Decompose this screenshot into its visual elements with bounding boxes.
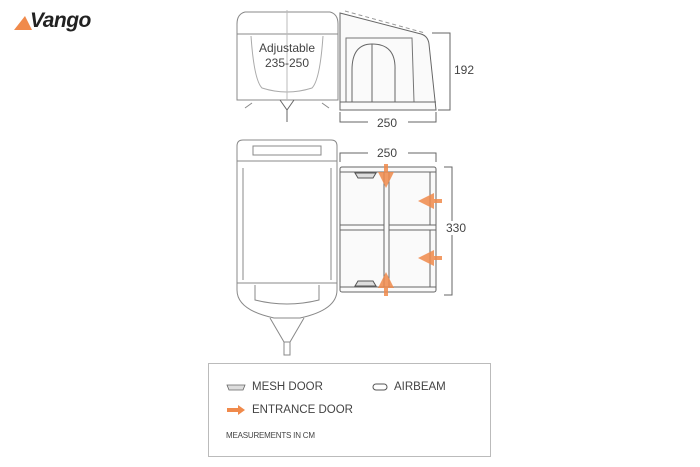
caravan-label-adjustable: Adjustable	[259, 41, 315, 55]
plan-view-caravan	[236, 139, 338, 356]
legend: MESH DOOR AIRBEAM ENTRANCE DOOR MEASUREM…	[208, 363, 491, 457]
legend-entrance-door: ENTRANCE DOOR	[226, 404, 353, 416]
plan-view-awning	[339, 166, 437, 293]
legend-entrance-door-label: ENTRANCE DOOR	[252, 404, 353, 416]
depth-value-side: 250	[377, 116, 397, 130]
measurements-note: MEASUREMENTS IN CM	[226, 431, 315, 440]
legend-mesh-door-label: MESH DOOR	[252, 381, 323, 393]
entrance-door-arrows	[378, 164, 442, 296]
entrance-arrow-icon	[227, 405, 245, 415]
side-view-awning	[339, 10, 437, 111]
side-view-caravan	[236, 10, 339, 122]
mesh-door-icon	[226, 384, 246, 391]
caravan-label-range: 235-250	[265, 56, 309, 70]
height-value: 192	[454, 63, 474, 77]
depth-value-plan: 250	[377, 146, 397, 160]
logo-triangle-icon	[14, 16, 32, 30]
height-dimension	[432, 32, 451, 111]
legend-mesh-door: MESH DOOR	[226, 381, 323, 393]
width-value: 330	[446, 221, 466, 235]
mesh-door-symbols	[354, 172, 377, 287]
airbeam-icon	[372, 383, 388, 391]
legend-airbeam: AIRBEAM	[372, 381, 446, 393]
logo-wordmark: Vango	[30, 9, 91, 32]
vango-logo: Vango	[14, 8, 104, 34]
legend-airbeam-label: AIRBEAM	[394, 381, 446, 393]
